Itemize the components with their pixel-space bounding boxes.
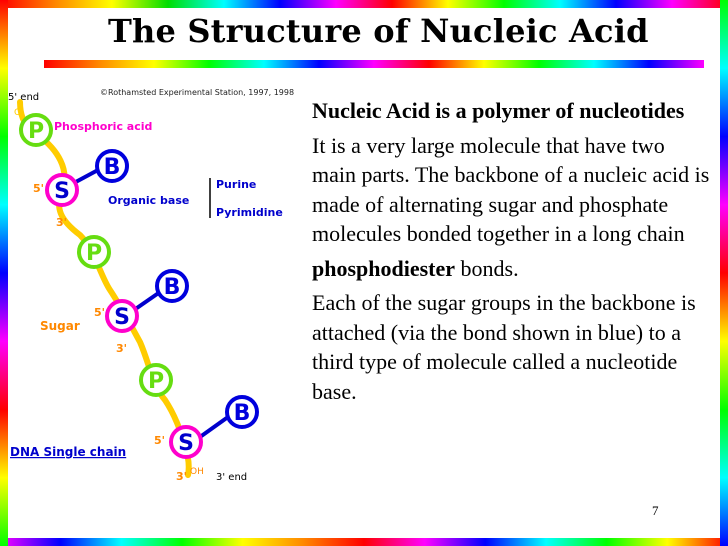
- base-circle-1: [95, 149, 129, 183]
- base-bond-2: [132, 290, 162, 312]
- copyright-credit: ©Rothamsted Experimental Station, 1997, …: [100, 88, 294, 97]
- prime3-label-3: 3': [176, 470, 187, 483]
- organic-base-label: Organic base: [108, 194, 189, 207]
- prime3-label-1: 3': [56, 216, 67, 229]
- phosphate-letter-2: P: [86, 241, 102, 266]
- sugar-circle-2: [105, 299, 139, 333]
- end3-label: 3' end: [216, 472, 247, 483]
- base-letter-3: B: [234, 401, 251, 426]
- phosphate-letter-1: P: [28, 119, 44, 144]
- prime5-label-2: 5': [94, 306, 105, 319]
- phosphate-circle-2: [77, 235, 111, 269]
- sugar-letter-2: S: [114, 305, 130, 330]
- title-rainbow-rule: [44, 60, 704, 68]
- backbone-paragraph: It is a very large molecule that have tw…: [312, 132, 710, 247]
- sugar-letter-3: S: [178, 431, 194, 456]
- bond-suffix: bonds.: [455, 255, 519, 281]
- sugar-letter-1: S: [54, 179, 70, 204]
- oxygen-label: O: [14, 108, 21, 118]
- sugar-label: Sugar: [40, 319, 80, 333]
- dna-chain-label: DNA Single chain: [10, 445, 126, 459]
- prime5-label-3: 5': [154, 434, 165, 447]
- phosphate-letter-3: P: [148, 369, 164, 394]
- phosphate-circle-3: [139, 363, 173, 397]
- sugar-circle-3: [169, 425, 203, 459]
- base-circle-2: [155, 269, 189, 303]
- base-circle-3: [225, 395, 259, 429]
- prime5-label-1: 5': [33, 182, 44, 195]
- oh-label: OH: [190, 467, 204, 477]
- intro-paragraph: Nucleic Acid is a polymer of nucleotides: [312, 98, 685, 123]
- prime3-label-2: 3': [116, 342, 127, 355]
- base-attach-paragraph: Each of the sugar groups in the backbone…: [312, 290, 696, 404]
- purine-label: Purine: [216, 178, 256, 191]
- sugar-circle-1: [45, 173, 79, 207]
- bond-paragraph: phosphodiester bonds.: [312, 254, 710, 284]
- rainbow-border-left: [0, 0, 8, 546]
- phosphoric-acid-label: Phosphoric acid: [54, 120, 152, 133]
- base-letter-2: B: [164, 275, 181, 300]
- nucleic-acid-diagram: 5' end O ©Rothamsted Experimental Statio…: [8, 88, 294, 483]
- base-letter-1: B: [104, 155, 121, 180]
- end5-label: 5' end: [8, 92, 39, 103]
- bond-term: phosphodiester: [312, 255, 456, 281]
- slide-title: The Structure of Nucleic Acid: [108, 12, 649, 50]
- rainbow-border-bottom: [0, 538, 728, 546]
- text-column: Nucleic Acid is a polymer of nucleotides…: [312, 96, 710, 411]
- rainbow-border-top: [0, 0, 728, 8]
- rainbow-border-right: [720, 0, 728, 546]
- phosphate-circle-1: [19, 113, 53, 147]
- base-bond-3: [198, 415, 230, 439]
- page-number: 7: [652, 503, 659, 518]
- pyrimidine-label: Pyrimidine: [216, 206, 283, 219]
